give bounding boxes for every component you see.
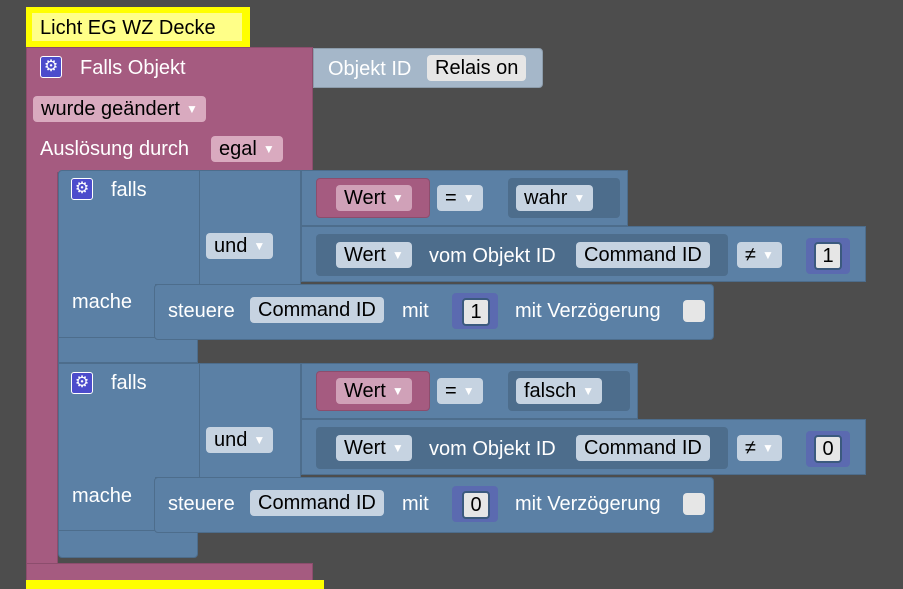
value-label: Wert: [344, 437, 386, 459]
dropdown-arrow-icon: ▼: [462, 191, 475, 205]
if-2-falls-label: falls: [111, 372, 147, 394]
dropdown-arrow-icon: ▼: [761, 248, 774, 262]
value-dropdown-2a[interactable]: Wert ▼: [336, 378, 412, 404]
trigger-by-value: egal: [219, 138, 257, 160]
number-field-a1[interactable]: 1: [462, 298, 490, 326]
control-with-label: mit: [402, 300, 429, 322]
gear-icon[interactable]: ⚙: [71, 372, 93, 394]
value-dropdown-2b[interactable]: Wert ▼: [336, 435, 412, 461]
value-label: Wert: [344, 187, 386, 209]
value-dropdown-1a[interactable]: Wert ▼: [336, 185, 412, 211]
dropdown-arrow-icon: ▼: [391, 441, 404, 455]
script-title-block[interactable]: Licht EG WZ Decke: [26, 7, 250, 47]
bool-value: falsch: [524, 380, 577, 402]
compare-operator: =: [445, 187, 457, 209]
if-block-2-bottom: [58, 530, 198, 558]
dropdown-arrow-icon: ▼: [185, 102, 198, 116]
control-with-label: mit: [402, 493, 429, 515]
dropdown-arrow-icon: ▼: [391, 384, 404, 398]
number-field-1b[interactable]: 1: [814, 242, 842, 270]
control-block-2[interactable]: [154, 477, 714, 533]
dropdown-arrow-icon: ▼: [573, 191, 586, 205]
compare-operator-dropdown-1b[interactable]: ≠▼: [737, 242, 782, 268]
of-object-label: vom Objekt ID: [429, 438, 556, 460]
dropdown-arrow-icon: ▼: [391, 248, 404, 262]
delay-label: mit Verzögerung: [515, 300, 661, 322]
if-2-mache-label: mache: [72, 485, 133, 507]
if-1-mache-label: mache: [72, 291, 133, 313]
and-operator-dropdown-2[interactable]: und ▼: [206, 427, 274, 453]
control-object-field-1[interactable]: Command ID: [250, 297, 384, 323]
bool-dropdown-2a[interactable]: falsch ▼: [516, 378, 603, 404]
bool-value: wahr: [524, 187, 568, 209]
trigger-by-label: Auslösung durch: [40, 138, 189, 160]
dropdown-arrow-icon: ▼: [582, 384, 595, 398]
number-field-a2[interactable]: 0: [462, 491, 490, 519]
dropdown-arrow-icon: ▼: [391, 191, 404, 205]
dropdown-arrow-icon: ▼: [761, 441, 774, 455]
control-label: steuere: [168, 493, 235, 515]
if-block-1-bottom: [58, 337, 198, 363]
value-label: Wert: [344, 244, 386, 266]
delay-checkbox-2[interactable]: [683, 493, 705, 515]
of-object-label: vom Objekt ID: [429, 245, 556, 267]
gear-icon[interactable]: ⚙: [71, 178, 93, 200]
value-dropdown-1b[interactable]: Wert ▼: [336, 242, 412, 268]
compare-operator: =: [445, 380, 457, 402]
trigger-by-dropdown[interactable]: egal ▼: [211, 136, 283, 162]
trigger-block-spine: [26, 172, 58, 564]
trigger-block-footer: [26, 563, 313, 581]
compare-operator-dropdown-1a[interactable]: =▼: [437, 185, 483, 211]
dropdown-arrow-icon: ▼: [462, 384, 475, 398]
if-1-falls-label: falls: [111, 179, 147, 201]
and-block-2[interactable]: [199, 363, 301, 478]
object-id-field-2b[interactable]: Command ID: [576, 435, 710, 461]
and-label: und: [214, 235, 248, 257]
and-label: und: [214, 429, 248, 451]
compare-operator-dropdown-2b[interactable]: ≠▼: [737, 435, 782, 461]
trigger-condition-dropdown[interactable]: wurde geändert ▼: [33, 96, 206, 122]
control-label: steuere: [168, 300, 235, 322]
delay-checkbox-1[interactable]: [683, 300, 705, 322]
dropdown-arrow-icon: ▼: [262, 142, 275, 156]
object-id-value[interactable]: Relais on: [427, 55, 527, 81]
script-title: Licht EG WZ Decke: [40, 17, 216, 39]
compare-operator: ≠: [745, 244, 756, 266]
compare-operator-dropdown-2a[interactable]: =▼: [437, 378, 483, 404]
next-block-hint: [26, 580, 324, 589]
and-block-1[interactable]: [199, 170, 301, 285]
trigger-condition: wurde geändert: [41, 98, 180, 120]
gear-icon[interactable]: ⚙: [40, 56, 62, 78]
dropdown-arrow-icon: ▼: [253, 239, 266, 253]
value-label: Wert: [344, 380, 386, 402]
if-block-2-spine: [58, 477, 156, 531]
control-object-field-2[interactable]: Command ID: [250, 490, 384, 516]
dropdown-arrow-icon: ▼: [253, 433, 266, 447]
delay-label: mit Verzögerung: [515, 493, 661, 515]
object-id-label: Objekt ID: [328, 58, 412, 80]
object-id-field-1b[interactable]: Command ID: [576, 242, 710, 268]
and-operator-dropdown-1[interactable]: und ▼: [206, 233, 274, 259]
compare-operator: ≠: [745, 437, 756, 459]
number-field-2b[interactable]: 0: [814, 435, 842, 463]
bool-dropdown-1a[interactable]: wahr ▼: [516, 185, 594, 211]
control-block-1[interactable]: [154, 284, 714, 340]
trigger-label: Falls Objekt: [80, 57, 186, 79]
